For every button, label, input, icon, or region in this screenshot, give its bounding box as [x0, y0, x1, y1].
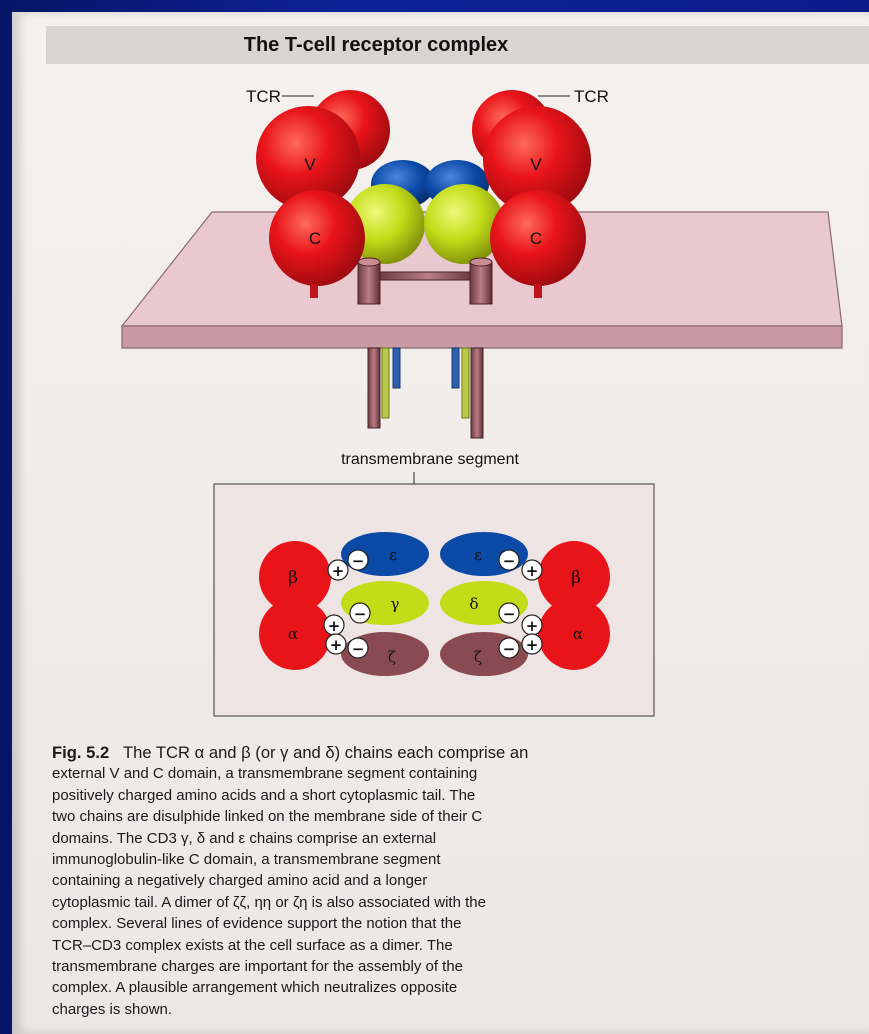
svg-text:+: +	[526, 636, 539, 654]
svg-text:−: −	[352, 552, 365, 570]
caption-line: cytoplasmic tail. A dimer of ζζ, ηη or ζ…	[52, 892, 867, 913]
transmembrane-stalks	[368, 348, 483, 438]
svg-text:+: +	[328, 617, 341, 635]
v-label-left: V	[304, 155, 316, 174]
caption-line: containing a negatively charged amino ac…	[52, 870, 867, 891]
svg-text:+: +	[526, 562, 539, 580]
caption-line: two chains are disulphide linked on the …	[52, 806, 867, 827]
caption-line: immunoglobulin-like C domain, a transmem…	[52, 849, 867, 870]
epsilon-right-label: ε	[474, 546, 482, 564]
transmembrane-label: transmembrane segment	[341, 451, 519, 468]
c-label-left: C	[309, 229, 321, 248]
svg-text:−: −	[352, 640, 365, 658]
caption-figure-label: Fig. 5.2	[52, 743, 109, 762]
beta-left-label: β	[288, 568, 298, 588]
v-label-right: V	[530, 155, 542, 174]
svg-text:−: −	[503, 552, 516, 570]
svg-text:+: +	[332, 562, 345, 580]
textbook-page: The T-cell receptor complex	[12, 12, 869, 1034]
svg-text:−: −	[503, 640, 516, 658]
svg-text:+: +	[330, 636, 343, 654]
figure-caption: Fig. 5.2 The TCR α and β (or γ and δ) ch…	[52, 742, 867, 1020]
caption-line: TCR–CD3 complex exists at the cell surfa…	[52, 935, 867, 956]
tcr-label-right: TCR	[574, 87, 609, 106]
alpha-left-label: α	[288, 625, 298, 643]
svg-text:−: −	[503, 605, 516, 623]
cross-section-panel: β α β α ε ε γ δ ζ ζ + + + + +	[214, 484, 654, 716]
svg-text:+: +	[526, 617, 539, 635]
caption-line: external V and C domain, a transmembrane…	[52, 763, 867, 784]
zeta-left-label: ζ	[388, 648, 396, 666]
alpha-right-label: α	[573, 625, 583, 643]
tcr-label-left: TCR	[246, 87, 281, 106]
delta-label: δ	[469, 595, 478, 613]
caption-line: charges is shown.	[52, 999, 867, 1020]
caption-line: domains. The CD3 γ, δ and ε chains compr…	[52, 828, 867, 849]
zeta-right-label: ζ	[474, 648, 482, 666]
caption-line: complex. A plausible arrangement which n…	[52, 977, 867, 998]
epsilon-left-label: ε	[389, 546, 397, 564]
caption-text-0: The TCR α and β (or γ and δ) chains each…	[123, 743, 528, 762]
caption-line: Fig. 5.2 The TCR α and β (or γ and δ) ch…	[52, 742, 867, 763]
c-label-right: C	[530, 229, 542, 248]
beta-right-label: β	[571, 568, 581, 588]
caption-line: transmembrane charges are important for …	[52, 956, 867, 977]
caption-line: complex. Several lines of evidence suppo…	[52, 913, 867, 934]
tcr-complex-diagram: V C V C TCR TCR transmembrane segment	[12, 12, 869, 732]
svg-text:−: −	[354, 605, 367, 623]
gamma-label: γ	[391, 595, 400, 613]
caption-line: positively charged amino acids and a sho…	[52, 785, 867, 806]
